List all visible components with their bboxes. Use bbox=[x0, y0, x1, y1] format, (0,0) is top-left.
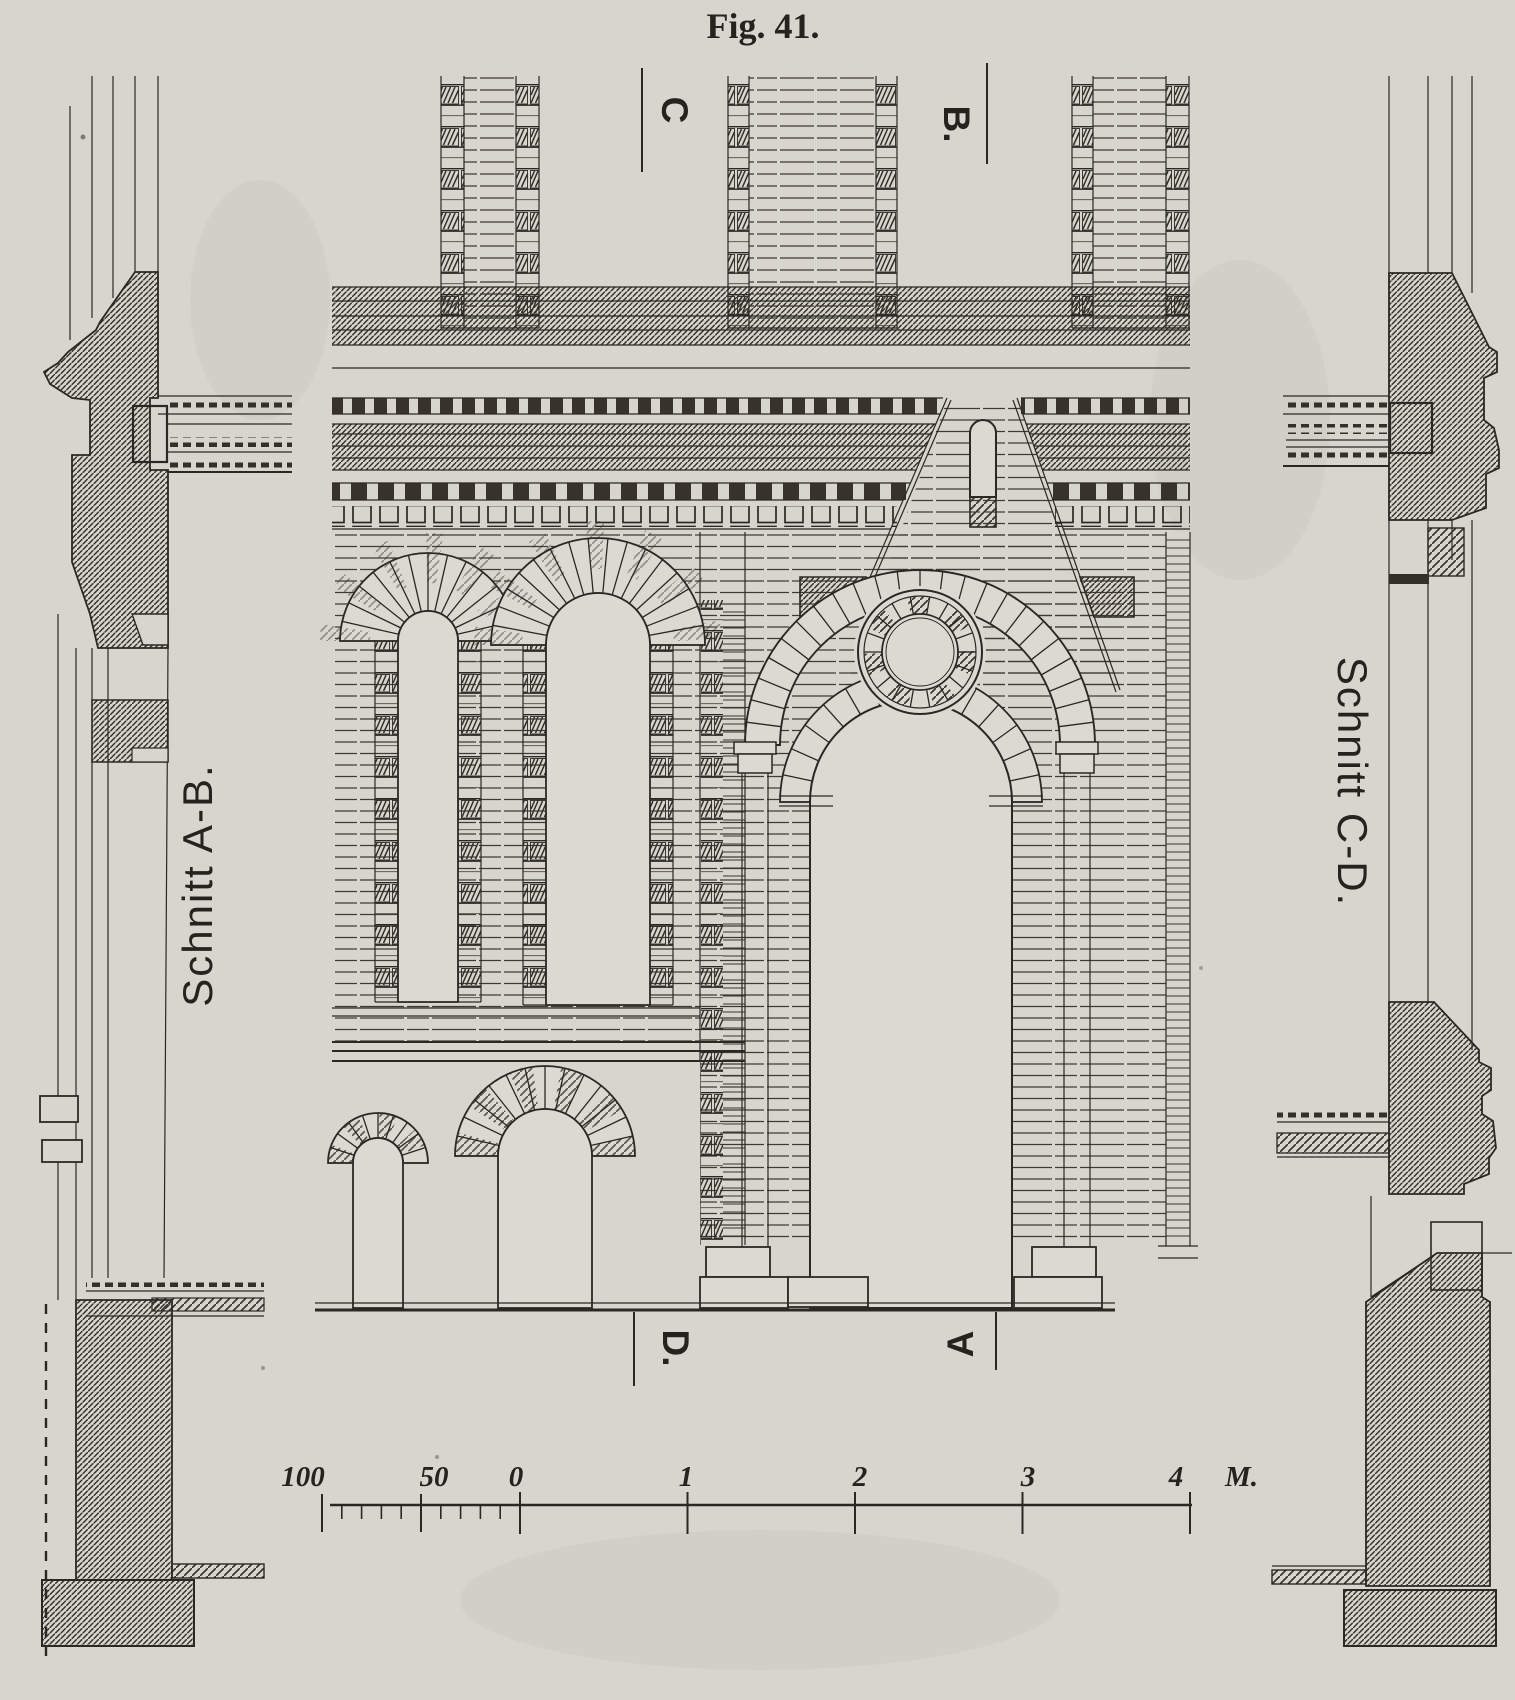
window-sill-band bbox=[332, 1007, 700, 1017]
right-cornice-section bbox=[1388, 272, 1500, 521]
dentil-row-2 bbox=[332, 482, 1190, 501]
portal-pilaster-left bbox=[699, 741, 869, 1309]
scale-label-1: 1 bbox=[679, 1461, 694, 1493]
ground-line bbox=[315, 1302, 1115, 1312]
scale-label-3: 3 bbox=[1020, 1461, 1036, 1493]
scale-unit-label: M. bbox=[1224, 1461, 1258, 1493]
portal-opening bbox=[809, 700, 1013, 1309]
right-molding-bands bbox=[1283, 395, 1389, 467]
pilaster-group-3 bbox=[1071, 76, 1190, 329]
portal-imposts bbox=[779, 795, 1043, 807]
marker-c: C bbox=[654, 97, 695, 124]
scale-bar: 100 50 0 1 2 3 4 M. bbox=[281, 1461, 1258, 1534]
basement-arch-2 bbox=[454, 1065, 636, 1309]
pilaster-group-1 bbox=[440, 76, 540, 329]
scale-label-2: 2 bbox=[852, 1461, 868, 1493]
right-section-drawing bbox=[1271, 76, 1512, 1647]
scale-label-100: 100 bbox=[281, 1461, 325, 1493]
section-marker-lines bbox=[633, 63, 997, 1386]
dentil-row-1 bbox=[332, 397, 1190, 415]
square-course-row bbox=[332, 506, 1190, 530]
left-section-label: Schnitt A-B. bbox=[174, 763, 221, 1006]
scale-label-4: 4 bbox=[1168, 1461, 1184, 1493]
corner-lesene-strip bbox=[1158, 532, 1198, 1259]
window-2 bbox=[474, 521, 722, 1006]
left-molding-bands bbox=[158, 395, 292, 473]
left-cornice-section bbox=[42, 271, 169, 649]
right-mid-bands bbox=[1276, 1108, 1390, 1158]
cornice-stub-right bbox=[1078, 576, 1135, 618]
left-section-drawing bbox=[39, 76, 292, 1656]
right-mid-mass bbox=[1388, 1001, 1497, 1195]
figure-title: Fig. 41. bbox=[707, 6, 820, 46]
right-wall-shafts bbox=[1388, 520, 1473, 1050]
scale-label-50: 50 bbox=[420, 1461, 449, 1493]
left-base-pier bbox=[75, 1299, 173, 1581]
marker-b: B. bbox=[936, 106, 977, 143]
central-elevation bbox=[315, 76, 1198, 1312]
pilaster-group-2 bbox=[727, 76, 898, 329]
right-section-label: Schnitt C-D. bbox=[1329, 657, 1376, 907]
base-string-course bbox=[332, 1041, 745, 1062]
marker-d: D. bbox=[655, 1330, 696, 1367]
scale-label-0: 0 bbox=[509, 1461, 524, 1493]
basement-arch-1 bbox=[327, 1112, 429, 1309]
scale-major-ticks bbox=[321, 1492, 1191, 1534]
right-footing bbox=[1343, 1589, 1497, 1647]
paper-texture bbox=[80, 134, 1203, 1459]
left-footing bbox=[41, 1579, 195, 1647]
right-base-pier bbox=[1365, 1252, 1491, 1587]
gable-slit-window bbox=[969, 419, 997, 528]
cornice-band-b bbox=[332, 423, 1190, 471]
oculus-window bbox=[854, 586, 986, 718]
marker-a: A bbox=[940, 1331, 981, 1358]
bay-divider-pier bbox=[699, 532, 746, 1308]
